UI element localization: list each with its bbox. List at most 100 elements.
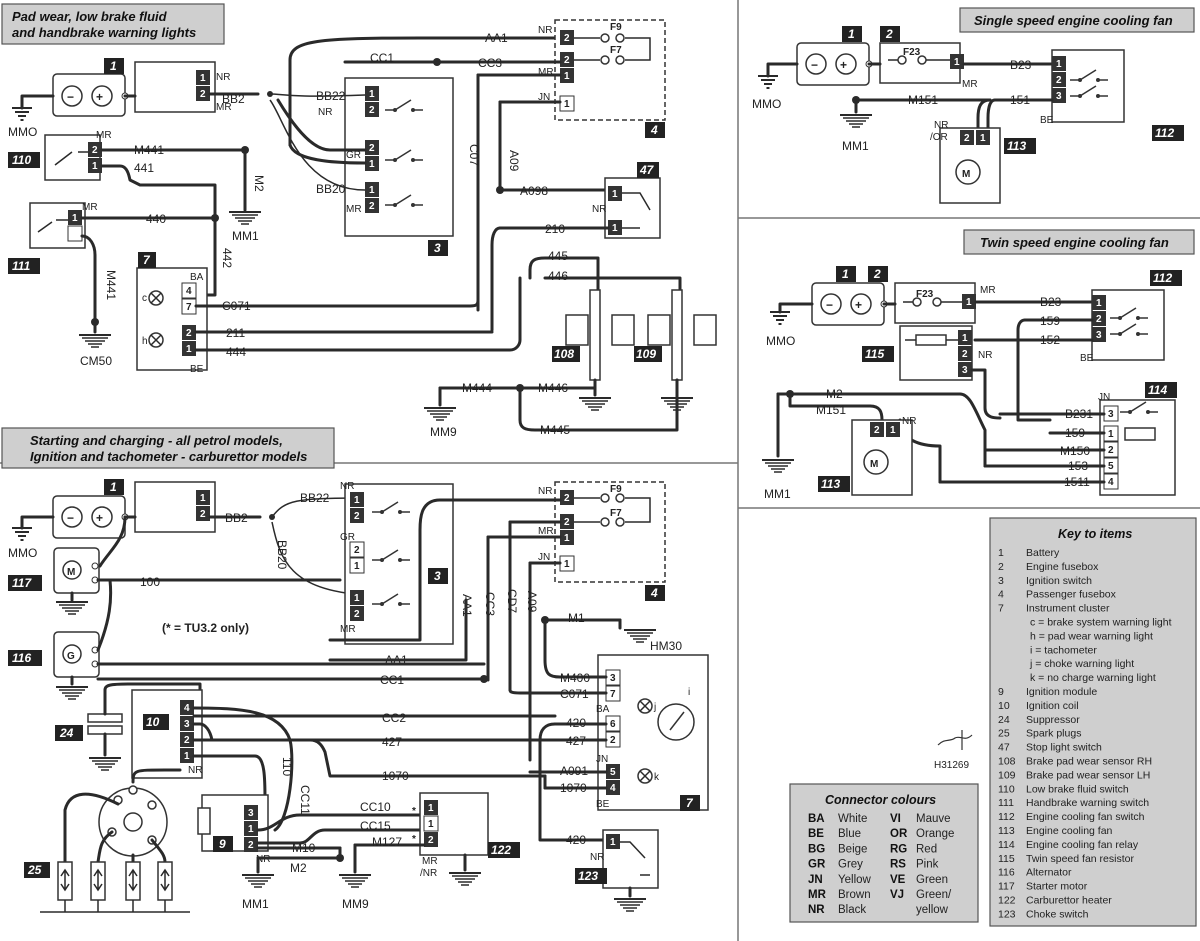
svg-text:1: 1 <box>200 493 206 504</box>
svg-text:MR: MR <box>96 130 112 141</box>
svg-text:NR: NR <box>538 486 552 497</box>
svg-text:1: 1 <box>966 297 972 308</box>
svg-text:A09: A09 <box>525 591 539 613</box>
svg-text:3: 3 <box>1108 409 1114 420</box>
key-item-number: 24 <box>998 714 1010 726</box>
svg-text:1: 1 <box>369 185 375 196</box>
svg-text:A098: A098 <box>520 184 548 198</box>
svg-text:BA: BA <box>190 272 204 283</box>
key-item-number: 115 <box>998 853 1015 865</box>
colour-name: Beige <box>838 843 867 855</box>
ignition-switch-3-bottom: 1 2 2 1 1 2 3 <box>344 483 454 645</box>
svg-text:M1: M1 <box>568 611 585 625</box>
key-item-number: 47 <box>998 742 1010 754</box>
svg-text:1: 1 <box>612 223 618 234</box>
svg-text:/NR: /NR <box>420 868 437 879</box>
svg-text:CM50: CM50 <box>80 354 112 368</box>
svg-text:MMO: MMO <box>752 97 781 111</box>
svg-text:−: − <box>67 511 74 525</box>
svg-text:C071: C071 <box>222 299 251 313</box>
svg-text:441: 441 <box>134 161 154 175</box>
svg-text:4: 4 <box>1108 477 1114 488</box>
svg-text:445: 445 <box>548 249 568 263</box>
key-item-text: k = no charge warning light <box>1030 672 1156 684</box>
svg-text:CD7: CD7 <box>505 589 519 613</box>
svg-text:211: 211 <box>226 326 245 340</box>
colour-code: RS <box>890 859 906 871</box>
svg-text:1: 1 <box>110 480 117 494</box>
handbrake-switch-111: 1 111 <box>8 202 86 274</box>
svg-text:M2: M2 <box>290 861 307 875</box>
key-item-number: 122 <box>998 895 1016 907</box>
svg-text:7: 7 <box>686 796 694 810</box>
engine-fusebox-connector-bottom: 1 2 <box>134 481 216 533</box>
svg-text:F9: F9 <box>610 484 622 495</box>
svg-text:A09: A09 <box>507 150 521 172</box>
key-item-text: Low brake fluid switch <box>1026 783 1129 795</box>
colour-code: OR <box>890 828 908 840</box>
svg-text:1: 1 <box>564 533 570 544</box>
svg-text:2: 2 <box>369 143 375 154</box>
svg-text:B23: B23 <box>1040 295 1062 309</box>
svg-text:25: 25 <box>27 863 42 877</box>
svg-text:MM9: MM9 <box>430 425 457 439</box>
colour-name: Blue <box>838 828 861 840</box>
svg-text:1: 1 <box>186 344 192 355</box>
svg-text:1: 1 <box>92 161 98 172</box>
colour-code: RG <box>890 843 907 855</box>
svg-text:1: 1 <box>354 561 360 572</box>
svg-text:NR: NR <box>340 481 354 492</box>
key-item-number: 123 <box>998 908 1016 920</box>
svg-text:/OR: /OR <box>930 132 948 143</box>
svg-text:(* = TU3.2 only): (* = TU3.2 only) <box>162 621 249 635</box>
key-item-text: Handbrake warning switch <box>1026 797 1149 809</box>
svg-text:153: 153 <box>1068 459 1088 473</box>
choke-switch-123: 1 123 <box>575 829 659 889</box>
svg-text:1: 1 <box>354 495 360 506</box>
colour-code: JN <box>808 874 823 886</box>
svg-text:4: 4 <box>184 703 190 714</box>
ground-mmo: MMO <box>8 125 37 139</box>
svg-text:NR: NR <box>934 120 948 131</box>
svg-text:7: 7 <box>186 302 192 313</box>
svg-text:M446: M446 <box>538 381 568 395</box>
svg-text:MM9: MM9 <box>342 897 369 911</box>
svg-text:112: 112 <box>1155 126 1174 140</box>
alternator-116: G 116 <box>8 631 100 678</box>
svg-text:2: 2 <box>354 511 360 522</box>
svg-text:2: 2 <box>874 425 880 436</box>
key-item-text: Suppressor <box>1026 714 1080 726</box>
svg-text:M151: M151 <box>816 403 846 417</box>
svg-text:3: 3 <box>184 719 190 730</box>
svg-text:2: 2 <box>885 27 893 41</box>
svg-text:440: 440 <box>146 212 166 226</box>
svg-text:114: 114 <box>1148 383 1167 397</box>
svg-text:BE: BE <box>596 799 610 810</box>
fan-relay-114: 3 1 2 5 4 114 <box>1099 382 1177 496</box>
svg-text:159: 159 <box>1040 314 1060 328</box>
svg-text:1: 1 <box>369 159 375 170</box>
key-item-number: 116 <box>998 867 1015 879</box>
svg-text:111: 111 <box>12 259 31 273</box>
colour-name: Orange <box>916 828 954 840</box>
svg-text:2: 2 <box>354 545 360 556</box>
svg-text:116: 116 <box>12 651 31 665</box>
stop-light-switch-47: 1 1 47 <box>604 162 661 239</box>
key-item-text: i = tachometer <box>1030 644 1097 656</box>
svg-text:CC1: CC1 <box>380 673 404 687</box>
svg-text:+: + <box>855 298 862 312</box>
svg-text:3: 3 <box>248 808 254 819</box>
svg-text:M150: M150 <box>1060 444 1090 458</box>
svg-text:BE: BE <box>1040 115 1054 126</box>
svg-text:100: 100 <box>140 575 160 589</box>
svg-text:1: 1 <box>954 57 960 68</box>
svg-text:F9: F9 <box>610 22 622 33</box>
svg-text:NR: NR <box>978 350 992 361</box>
key-item-number: 9 <box>998 686 1004 698</box>
svg-text:2: 2 <box>610 735 616 746</box>
svg-text:446: 446 <box>548 269 568 283</box>
svg-text:BA: BA <box>596 704 610 715</box>
svg-text:*: * <box>412 806 416 817</box>
svg-text:+: + <box>840 58 847 72</box>
